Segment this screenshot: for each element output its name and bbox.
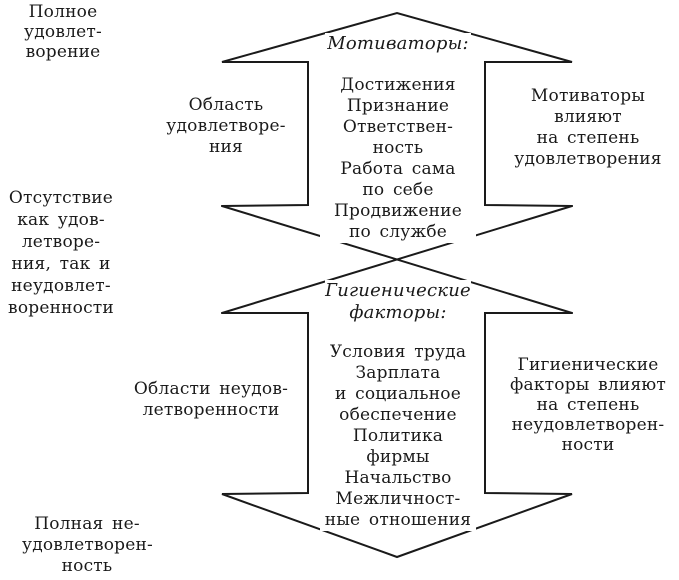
motivators-effect-label: Мотиваторы влияют на степень удовлетворе… [514,86,662,169]
crossing-line-right [221,205,573,314]
hygiene-items-list: Условия труда Зарплата и социальное обес… [320,342,476,531]
dissatisfaction-area-label: Области неудов- летворенности [133,379,289,420]
hygiene-down-arrow-shape [221,312,573,559]
hygiene-factors-title: Гигиенические факторы: [325,280,471,324]
motivators-items-list: Достижения Признание Ответствен- ность Р… [320,75,476,243]
scale-label-full-dissatisfaction: Полная не- удовлетворен- ность [22,514,153,576]
satisfaction-area-label: Область удовлетворе- ния [166,95,286,157]
scale-label-full-satisfaction: Полное удовлет- ворение [24,2,102,62]
motivators-up-arrow-shape [221,11,573,207]
scale-label-neither: Отсутствие как удов- летворе- ния, так и… [8,188,114,318]
hygiene-effect-label: Гигиенические факторы влияют на степень … [510,355,666,455]
motivators-title: Мотиваторы: [325,33,471,54]
